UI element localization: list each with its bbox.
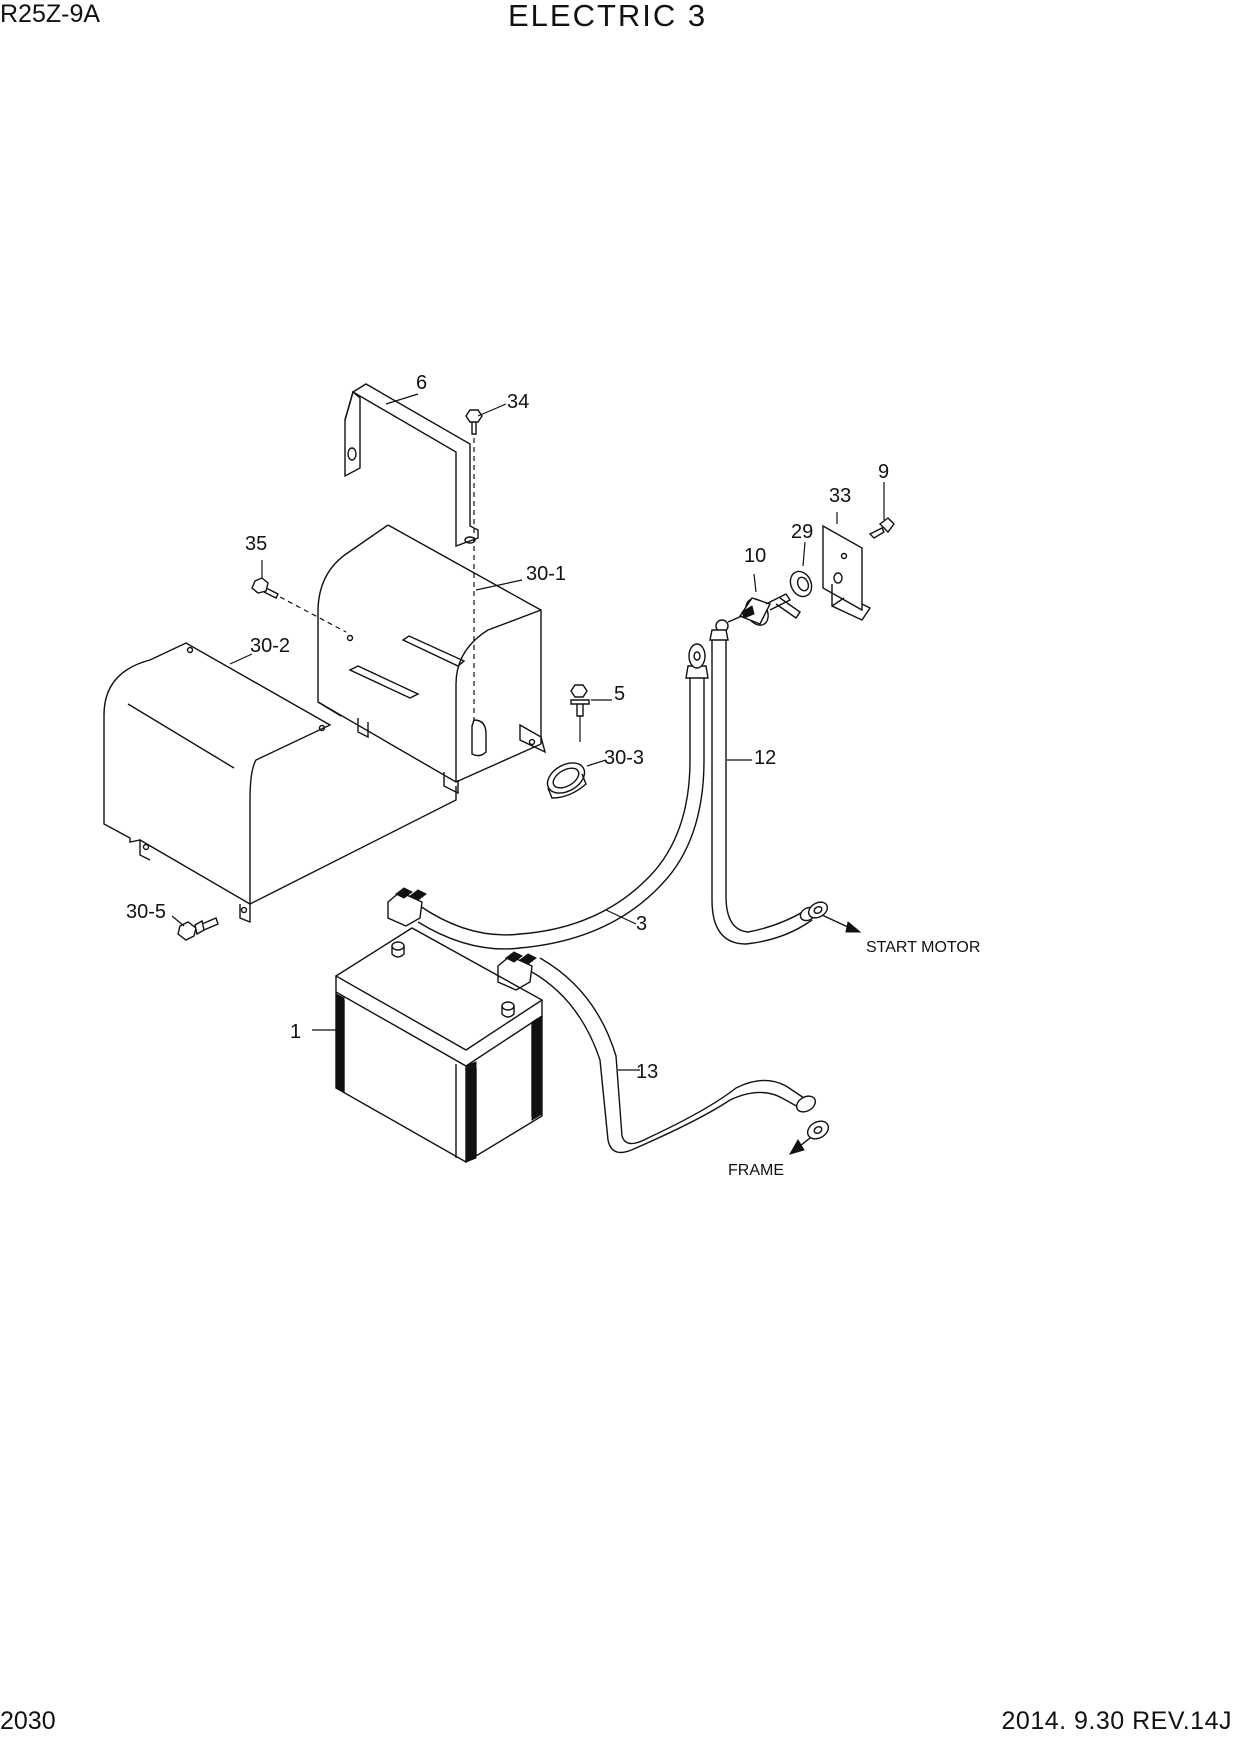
mounting-plate-33 bbox=[822, 524, 872, 621]
battery-tray bbox=[317, 524, 547, 795]
callout-1: 1 bbox=[290, 1021, 301, 1043]
bolt-5 bbox=[570, 684, 590, 742]
cable-12 bbox=[709, 629, 862, 945]
callout-34: 34 bbox=[507, 391, 529, 413]
bolt-30-5 bbox=[177, 917, 219, 941]
callout-5: 5 bbox=[614, 683, 625, 705]
bolt-34 bbox=[465, 409, 483, 435]
cable-13 bbox=[531, 957, 830, 1155]
page-title: ELECTRIC 3 bbox=[508, 0, 708, 33]
grommet-30-3 bbox=[546, 762, 587, 799]
screw-9 bbox=[868, 517, 895, 539]
callout-30-5: 30-5 bbox=[126, 901, 166, 923]
callout-29: 29 bbox=[791, 521, 813, 543]
callout-6: 6 bbox=[416, 372, 427, 394]
lock-nut-29 bbox=[789, 570, 813, 598]
model-code: R25Z-9A bbox=[0, 0, 101, 28]
callout-3: 3 bbox=[636, 913, 647, 935]
battery-switch bbox=[715, 593, 801, 633]
callout-30-1: 30-1 bbox=[526, 563, 566, 585]
battery bbox=[334, 927, 544, 1164]
terminal-clamp-positive bbox=[387, 887, 427, 927]
annotation-frame: FRAME bbox=[728, 1162, 784, 1179]
callout-10: 10 bbox=[744, 545, 766, 567]
callout-13: 13 bbox=[636, 1061, 658, 1083]
annotation-start-motor: START MOTOR bbox=[866, 939, 980, 956]
callout-9: 9 bbox=[878, 461, 889, 483]
callout-labels: 6 34 35 30-1 30-2 5 30-3 12 10 29 33 9 3… bbox=[126, 372, 980, 1179]
terminal-clamp-negative bbox=[497, 951, 537, 991]
callout-35: 35 bbox=[245, 533, 267, 555]
callout-33: 33 bbox=[829, 485, 851, 507]
page-number: 2030 bbox=[0, 1707, 56, 1735]
callout-30-2: 30-2 bbox=[250, 635, 290, 657]
leader-lines bbox=[171, 393, 885, 1071]
cable-3 bbox=[417, 643, 709, 950]
bolt-35 bbox=[251, 577, 279, 599]
callout-12: 12 bbox=[754, 747, 776, 769]
battery-bracket bbox=[344, 383, 479, 547]
callout-30-3: 30-3 bbox=[604, 747, 644, 769]
battery-cover bbox=[103, 642, 457, 924]
revision-date: 2014. 9.30 REV.14J bbox=[1001, 1707, 1232, 1735]
